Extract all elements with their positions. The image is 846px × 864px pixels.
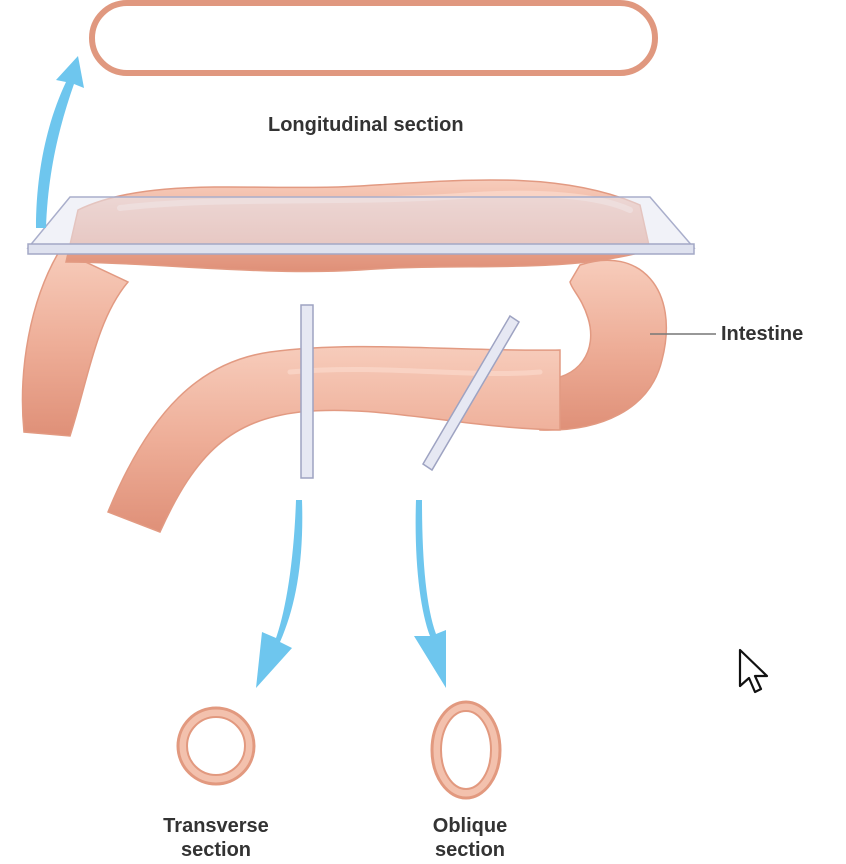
transverse-section-label: Transverse section [146, 814, 286, 862]
longitudinal-section-label: Longitudinal section [268, 114, 464, 136]
mouse-pointer-icon [738, 648, 769, 694]
oblique-label-line1: Oblique [432, 815, 508, 837]
transverse-arrow [256, 500, 303, 688]
longitudinal-plane [26, 196, 696, 249]
oblique-arrow [414, 500, 446, 688]
longitudinal-plane-edge [27, 243, 695, 255]
transverse-label-line2: section [180, 839, 252, 861]
oblique-label-line2: section [434, 839, 506, 861]
oblique-section-label: Oblique section [400, 814, 540, 862]
longitudinal-arrow [36, 56, 84, 228]
longitudinal-section-shape [89, 0, 658, 76]
intestine-label: Intestine [721, 323, 804, 345]
oblique-plane [421, 314, 521, 472]
transverse-label-line1: Transverse [163, 815, 269, 837]
transverse-plane [300, 304, 314, 479]
